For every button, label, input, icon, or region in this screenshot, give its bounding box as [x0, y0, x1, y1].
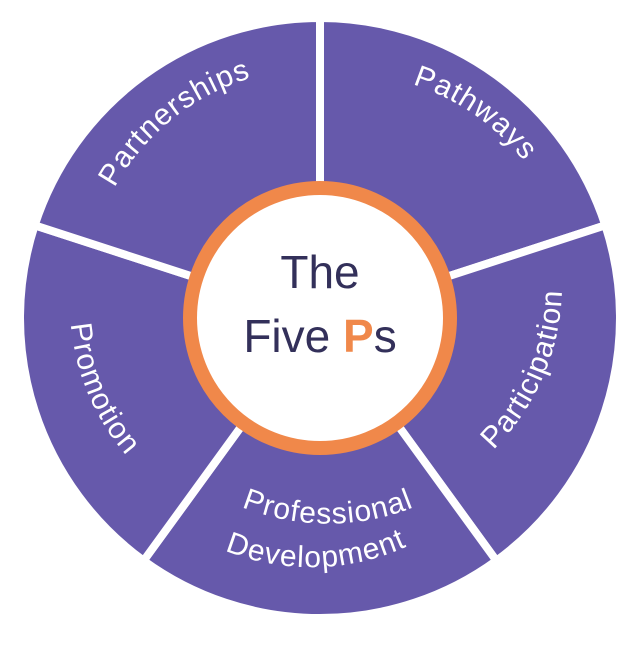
- center-title-accent: P: [343, 310, 374, 362]
- segment-professional-development: [138, 311, 502, 622]
- center-title-prefix: Five: [243, 310, 343, 362]
- center-title-line1: The: [280, 246, 359, 298]
- center-title-line2: Five Ps: [243, 310, 396, 362]
- center-circle: [183, 181, 457, 455]
- center-title-suffix: s: [374, 310, 397, 362]
